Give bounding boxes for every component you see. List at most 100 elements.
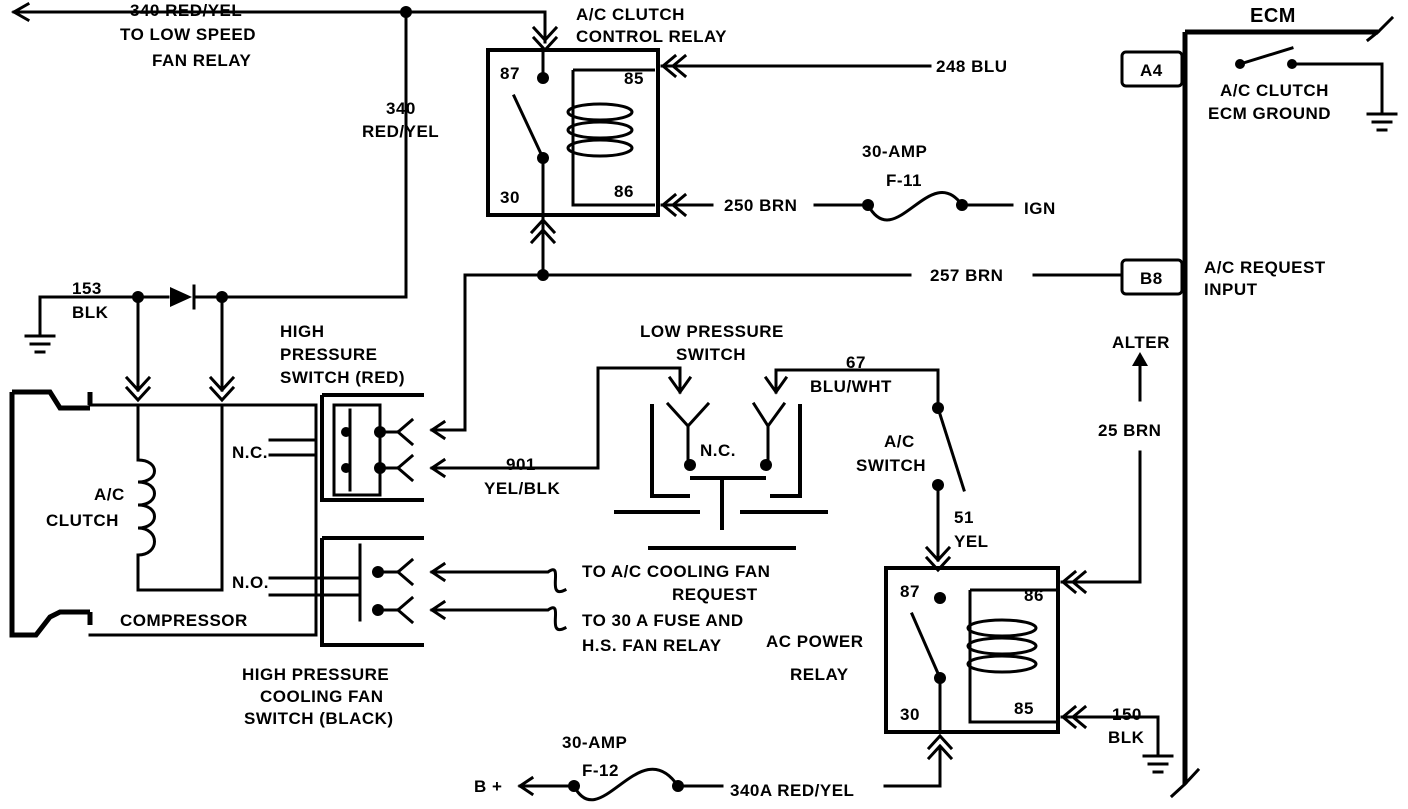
fuse-f12-element [571, 767, 681, 802]
power-relay-contact [910, 612, 942, 680]
high-pressure-switch: HIGH PRESSURE SWITCH (RED) [280, 322, 424, 502]
w67-label-1: 67 [846, 353, 866, 372]
ac-switch: A/C SWITCH 51 YEL [856, 402, 989, 573]
connector-chevron-icon [531, 10, 559, 53]
f11-label-2: F-11 [886, 171, 922, 190]
w153-label-2: BLK [72, 303, 109, 322]
w51-label-1: 51 [954, 508, 974, 527]
hps-label-2: PRESSURE [280, 345, 378, 364]
pin-b8-connector [1120, 258, 1184, 296]
control-relay-pin85: 85 [624, 69, 644, 88]
pin-a4-label: A4 [1140, 61, 1163, 80]
ecm-request-label-2: INPUT [1204, 280, 1258, 299]
power-relay-label-1: AC POWER [766, 632, 864, 651]
control-relay-label-1: A/C CLUTCH [576, 5, 685, 24]
arrow-left-icon [429, 457, 447, 479]
control-relay-label-2: CONTROL RELAY [576, 27, 727, 46]
arrow-left-icon [429, 419, 447, 441]
w67-label-2: BLU/WHT [810, 377, 892, 396]
w150-label-2: BLK [1108, 728, 1145, 747]
w250-label: 250 BRN [724, 196, 797, 215]
f12-label-1: 30-AMP [562, 733, 627, 752]
arrow-left-icon [429, 561, 447, 583]
low-pressure-switch: LOW PRESSURE SWITCH N.C. [614, 322, 828, 550]
power-relay-pin87: 87 [900, 582, 920, 601]
connector-chevron-icon [660, 192, 688, 218]
arrow-left-icon [429, 599, 447, 621]
ground-icon [24, 334, 56, 354]
fan-switch-label-3: SWITCH (BLACK) [244, 709, 394, 728]
compressor: A/C CLUTCH COMPRESSOR N.C. N.O. [9, 389, 318, 638]
fuse-f11: 30-AMP F-11 IGN [862, 142, 1056, 222]
control-relay: A/C CLUTCH CONTROL RELAY 87 85 30 86 [486, 5, 932, 277]
connector-chevron-icon [1060, 704, 1088, 730]
w340-top-label-2: TO LOW SPEED [120, 25, 256, 44]
clutch-coil-icon [137, 458, 156, 557]
alter-label: ALTER [1112, 333, 1170, 352]
ecm-boundary [1182, 29, 1378, 784]
arrow-left-icon [517, 775, 535, 797]
hps-label-3: SWITCH (RED) [280, 368, 405, 387]
arrow-left-icon [10, 1, 31, 23]
pin-b8-label: B8 [1140, 269, 1163, 288]
ecm-ground-icon [1366, 112, 1398, 132]
w340-mid-label-1: 340 [386, 99, 416, 118]
fuse-f11-element [865, 191, 965, 222]
connector-chevron-icon [660, 53, 688, 79]
fuse-f12: 30-AMP F-12 B + 340A RED/YEL [474, 733, 854, 802]
ecm-title: ECM [1250, 5, 1296, 27]
lps-nc-label: N.C. [700, 441, 736, 460]
clutch-label-1: A/C [94, 485, 125, 504]
wire-340-top: 340 RED/YEL TO LOW SPEED FAN RELAY 340 R… [10, 1, 559, 299]
w340a-label: 340A RED/YEL [730, 781, 854, 800]
control-relay-box [486, 48, 660, 217]
power-relay-pin85: 85 [1014, 699, 1034, 718]
wire-257: 257 BRN [429, 266, 1124, 441]
fan-to2-label-2: H.S. FAN RELAY [582, 636, 722, 655]
f11-label-1: 30-AMP [862, 142, 927, 161]
w340-mid-label-2: RED/YEL [362, 122, 439, 141]
w257-label: 257 BRN [930, 266, 1003, 285]
hps-label-1: HIGH [280, 322, 325, 341]
fan-switch-label-1: HIGH PRESSURE [242, 665, 389, 684]
w51-label-2: YEL [954, 532, 989, 551]
power-relay-label-2: RELAY [790, 665, 849, 684]
power-relay-box [884, 566, 1060, 734]
fan-switch-label-2: COOLING FAN [260, 687, 384, 706]
no-label: N.O. [232, 573, 269, 592]
pin-a4-connector [1120, 50, 1184, 88]
wire-67: 67 BLU/WHT [774, 353, 940, 404]
control-relay-pin30: 30 [500, 188, 520, 207]
power-relay: AC POWER RELAY 87 86 30 85 ALTER 25 BRN … [766, 333, 1174, 788]
ign-label: IGN [1024, 199, 1056, 218]
ac-switch-label-1: A/C [884, 432, 915, 451]
clutch-label-2: CLUTCH [46, 511, 119, 530]
lps-label-2: SWITCH [676, 345, 746, 364]
ecm-request-label-1: A/C REQUEST [1204, 258, 1326, 277]
connector-chevron-icon [124, 375, 152, 403]
diode-icon [170, 284, 196, 310]
arrow-up-icon [1132, 352, 1148, 366]
wire-901: 901 YEL/BLK [429, 366, 682, 498]
connector-chevron-icon [926, 733, 954, 761]
fan-to1-label-1: TO A/C COOLING FAN [582, 562, 770, 581]
ecm-module: ECM A4 A/C CLUTCH ECM GROUND B8 A/C REQU… [1120, 5, 1398, 799]
lps-label-1: LOW PRESSURE [640, 322, 784, 341]
w248-label: 248 BLU [936, 57, 1008, 76]
wire-153: 153 BLK [24, 279, 236, 403]
f12-label-2: F-12 [582, 761, 619, 780]
ecm-ground-label-1: A/C CLUTCH [1220, 81, 1329, 100]
w901-label-2: YEL/BLK [484, 479, 560, 498]
control-relay-pin87: 87 [500, 64, 520, 83]
ecm-ground-label-2: ECM GROUND [1208, 104, 1331, 123]
control-relay-contact [512, 94, 545, 160]
w150-label-1: 150 [1112, 705, 1142, 724]
power-relay-coil-icon [966, 588, 1056, 724]
fan-switch: TO A/C COOLING FAN REQUEST TO 30 A FUSE … [242, 536, 770, 728]
control-relay-coil-icon [566, 68, 655, 207]
power-relay-pin30: 30 [900, 705, 920, 724]
ac-switch-label-2: SWITCH [856, 456, 926, 475]
control-relay-pin86: 86 [614, 182, 634, 201]
